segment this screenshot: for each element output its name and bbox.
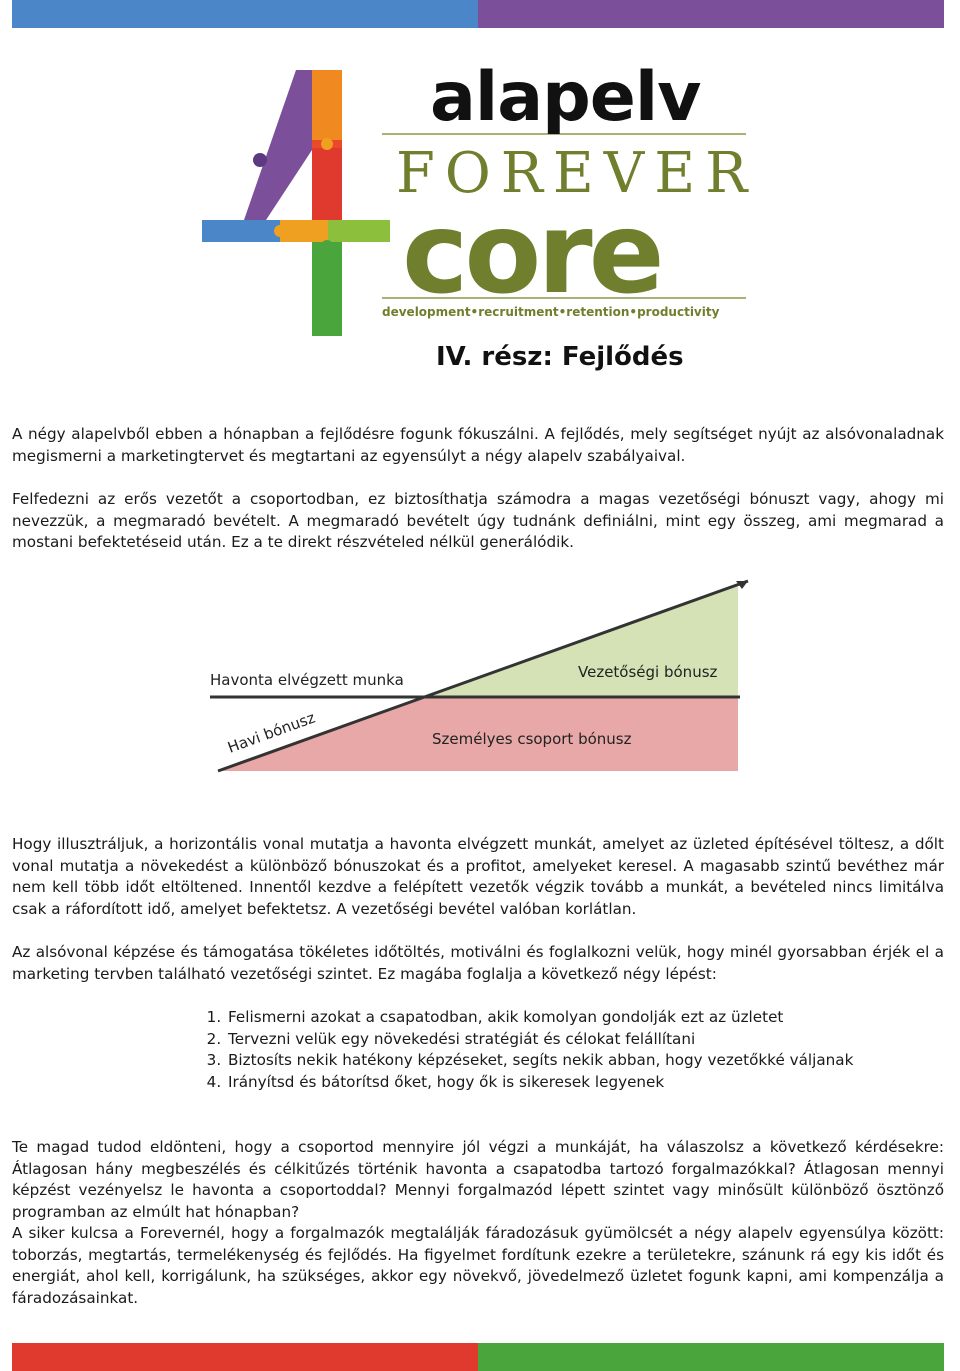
list-item: Felismerni azokat a csapatodban, akik ko… <box>226 1007 853 1029</box>
list-item: Biztosíts nekik hatékony képzéseket, seg… <box>226 1050 853 1072</box>
paragraph-leader: Felfedezni az erős vezetőt a csoportodba… <box>12 490 944 551</box>
logo-core-text: core <box>402 189 661 319</box>
label-group-bonus: Személyes csoport bónusz <box>432 730 632 748</box>
paragraph-questions: Te magad tudod eldönteni, hogy a csoport… <box>12 1138 944 1221</box>
paragraph-intro: A négy alapelvből ebben a hónapban a fej… <box>12 425 944 465</box>
list-item: Tervezni velük egy növekedési stratégiát… <box>226 1029 853 1051</box>
label-leadership-bonus: Vezetőségi bónusz <box>578 663 718 681</box>
logo-tagline-text: development•recruitment•retention•produc… <box>382 305 720 319</box>
growth-line <box>217 579 749 773</box>
top-bar-purple <box>478 0 944 28</box>
personal-group-bonus-area <box>218 697 738 771</box>
top-bar-blue <box>12 0 478 28</box>
page-subtitle: IV. rész: Fejlődés <box>436 342 684 372</box>
label-monthly-work: Havonta elvégzett munka <box>210 671 404 689</box>
bottom-bar-red <box>12 1343 478 1371</box>
paragraph-illustration: Hogy illusztráljuk, a horizontális vonal… <box>12 835 944 918</box>
logo-forever-text: FOREVER <box>396 141 757 206</box>
paragraph-success: A siker kulcsa a Forevernél, hogy a forg… <box>12 1224 944 1307</box>
puzzle-four-icon <box>202 70 390 336</box>
bonus-diagram: Havonta elvégzett munka Vezetőségi bónus… <box>210 579 749 773</box>
bottom-bar-green <box>478 1343 944 1371</box>
alapelv-wordmark: alapelv <box>430 58 702 137</box>
steps-list: Felismerni azokat a csapatodban, akik ko… <box>206 1007 853 1093</box>
top-color-bar <box>12 0 944 28</box>
list-item: Irányítsd és bátorítsd őket, hogy ők is … <box>226 1072 853 1094</box>
growth-arrow-icon <box>736 581 748 589</box>
bottom-color-bar <box>12 1343 944 1371</box>
forever-4core-logo: FOREVER core development•recruitment•ret… <box>202 70 757 336</box>
paragraph-training: Az alsóvonal képzése és támogatása tökél… <box>12 943 944 983</box>
